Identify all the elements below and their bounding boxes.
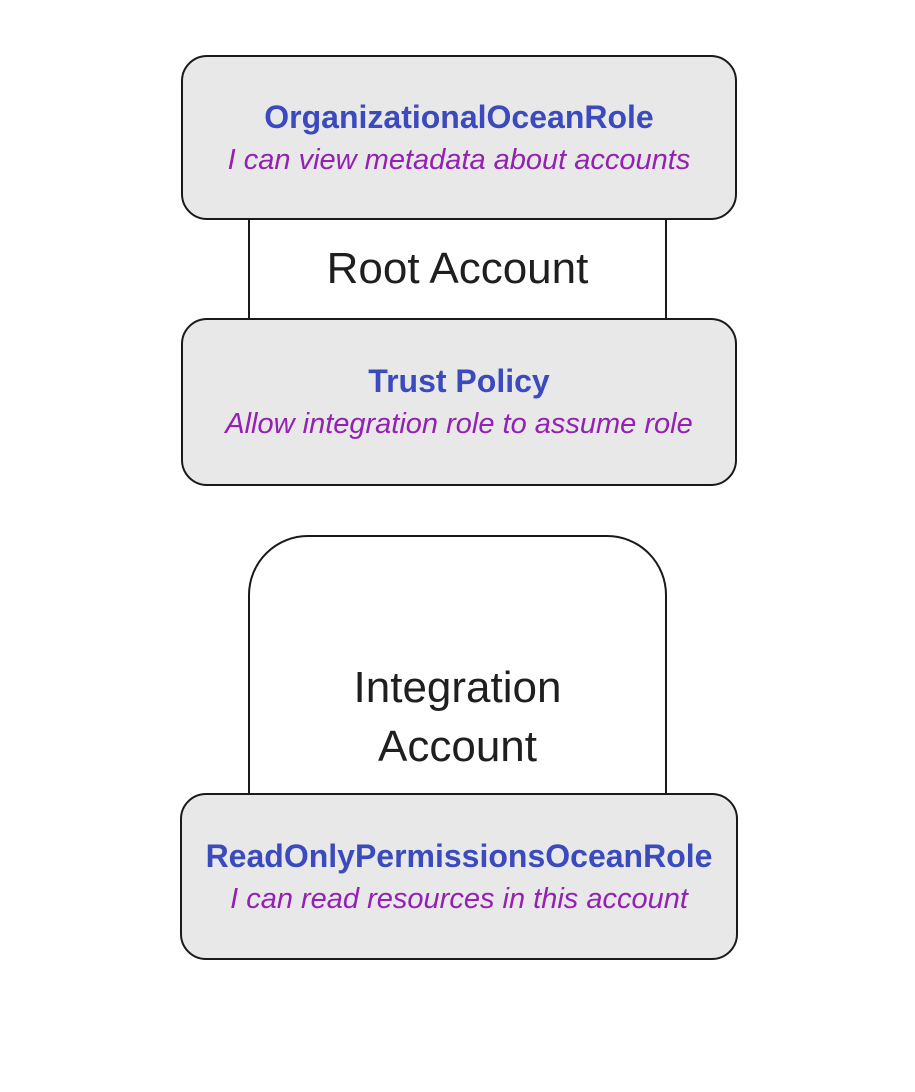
node-trust-policy: Trust Policy Allow integration role to a… bbox=[181, 318, 737, 486]
node-readonly-permissions-ocean-role: ReadOnlyPermissionsOceanRole I can read … bbox=[180, 793, 738, 960]
node-description: Allow integration role to assume role bbox=[225, 408, 693, 440]
node-organizational-ocean-role: OrganizationalOceanRole I can view metad… bbox=[181, 55, 737, 220]
node-title: OrganizationalOceanRole bbox=[264, 98, 654, 135]
integration-account-label: Integration Account bbox=[353, 662, 562, 771]
root-account-label: Root Account bbox=[326, 244, 589, 293]
node-description: I can view metadata about accounts bbox=[227, 143, 691, 176]
node-description: I can read resources in this account bbox=[230, 882, 688, 915]
node-title: ReadOnlyPermissionsOceanRole bbox=[205, 837, 713, 874]
node-title: Trust Policy bbox=[368, 363, 550, 399]
